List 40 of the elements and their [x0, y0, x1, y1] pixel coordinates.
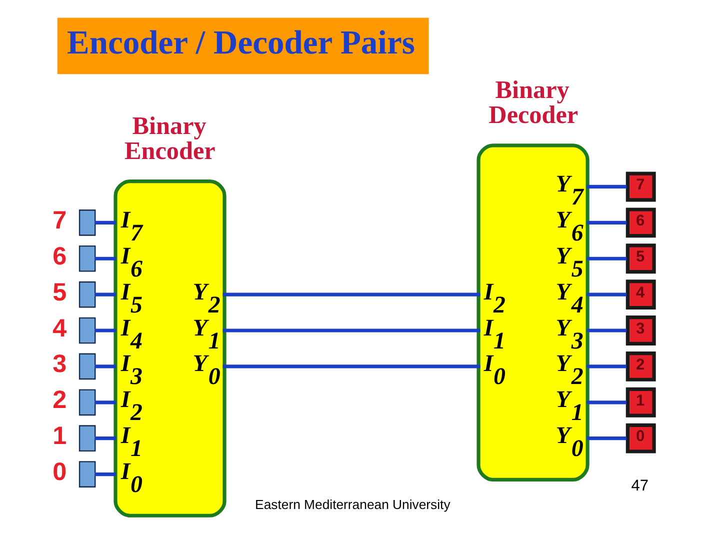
- connector: [222, 364, 480, 368]
- node-box: 3: [625, 316, 656, 346]
- connector: [94, 472, 116, 476]
- node-label: 3: [52, 350, 66, 378]
- node-label: 0: [52, 458, 66, 486]
- node-box: 5: [625, 244, 656, 274]
- connector: [586, 292, 626, 296]
- node-label: 4: [52, 314, 66, 342]
- connector: [222, 292, 480, 296]
- node-box: 2: [625, 351, 656, 382]
- node-box: 0: [625, 423, 656, 454]
- connector: [94, 292, 116, 296]
- connector: [94, 400, 116, 404]
- connector: [586, 220, 626, 224]
- connector: [586, 436, 626, 440]
- connector: [94, 364, 116, 368]
- node-label: 1: [52, 422, 66, 450]
- node-label: 2: [52, 386, 66, 414]
- connector: [94, 256, 116, 260]
- node-label: 6: [52, 242, 66, 270]
- node-label: 7: [52, 206, 66, 234]
- node-label: Binary Encoder: [124, 112, 215, 165]
- connector: [222, 328, 480, 332]
- node-box: 6: [625, 208, 656, 238]
- connector: [94, 328, 116, 332]
- connector: [586, 400, 626, 404]
- node-label: 5: [52, 278, 66, 306]
- diagram-title: Encoder / Decoder Pairs: [66, 24, 414, 62]
- connector: [94, 436, 116, 440]
- connector: [586, 256, 626, 260]
- node-box: 4: [625, 280, 656, 310]
- node-label: Binary Decoder: [488, 76, 578, 129]
- node-box: 1: [625, 387, 656, 418]
- label: Eastern Mediterranean University: [254, 496, 450, 512]
- label: 47: [630, 477, 648, 494]
- connector: [586, 328, 626, 332]
- connector: [94, 220, 116, 224]
- node-box: 7: [625, 172, 656, 202]
- connector: [586, 184, 626, 189]
- connector: [586, 364, 626, 368]
